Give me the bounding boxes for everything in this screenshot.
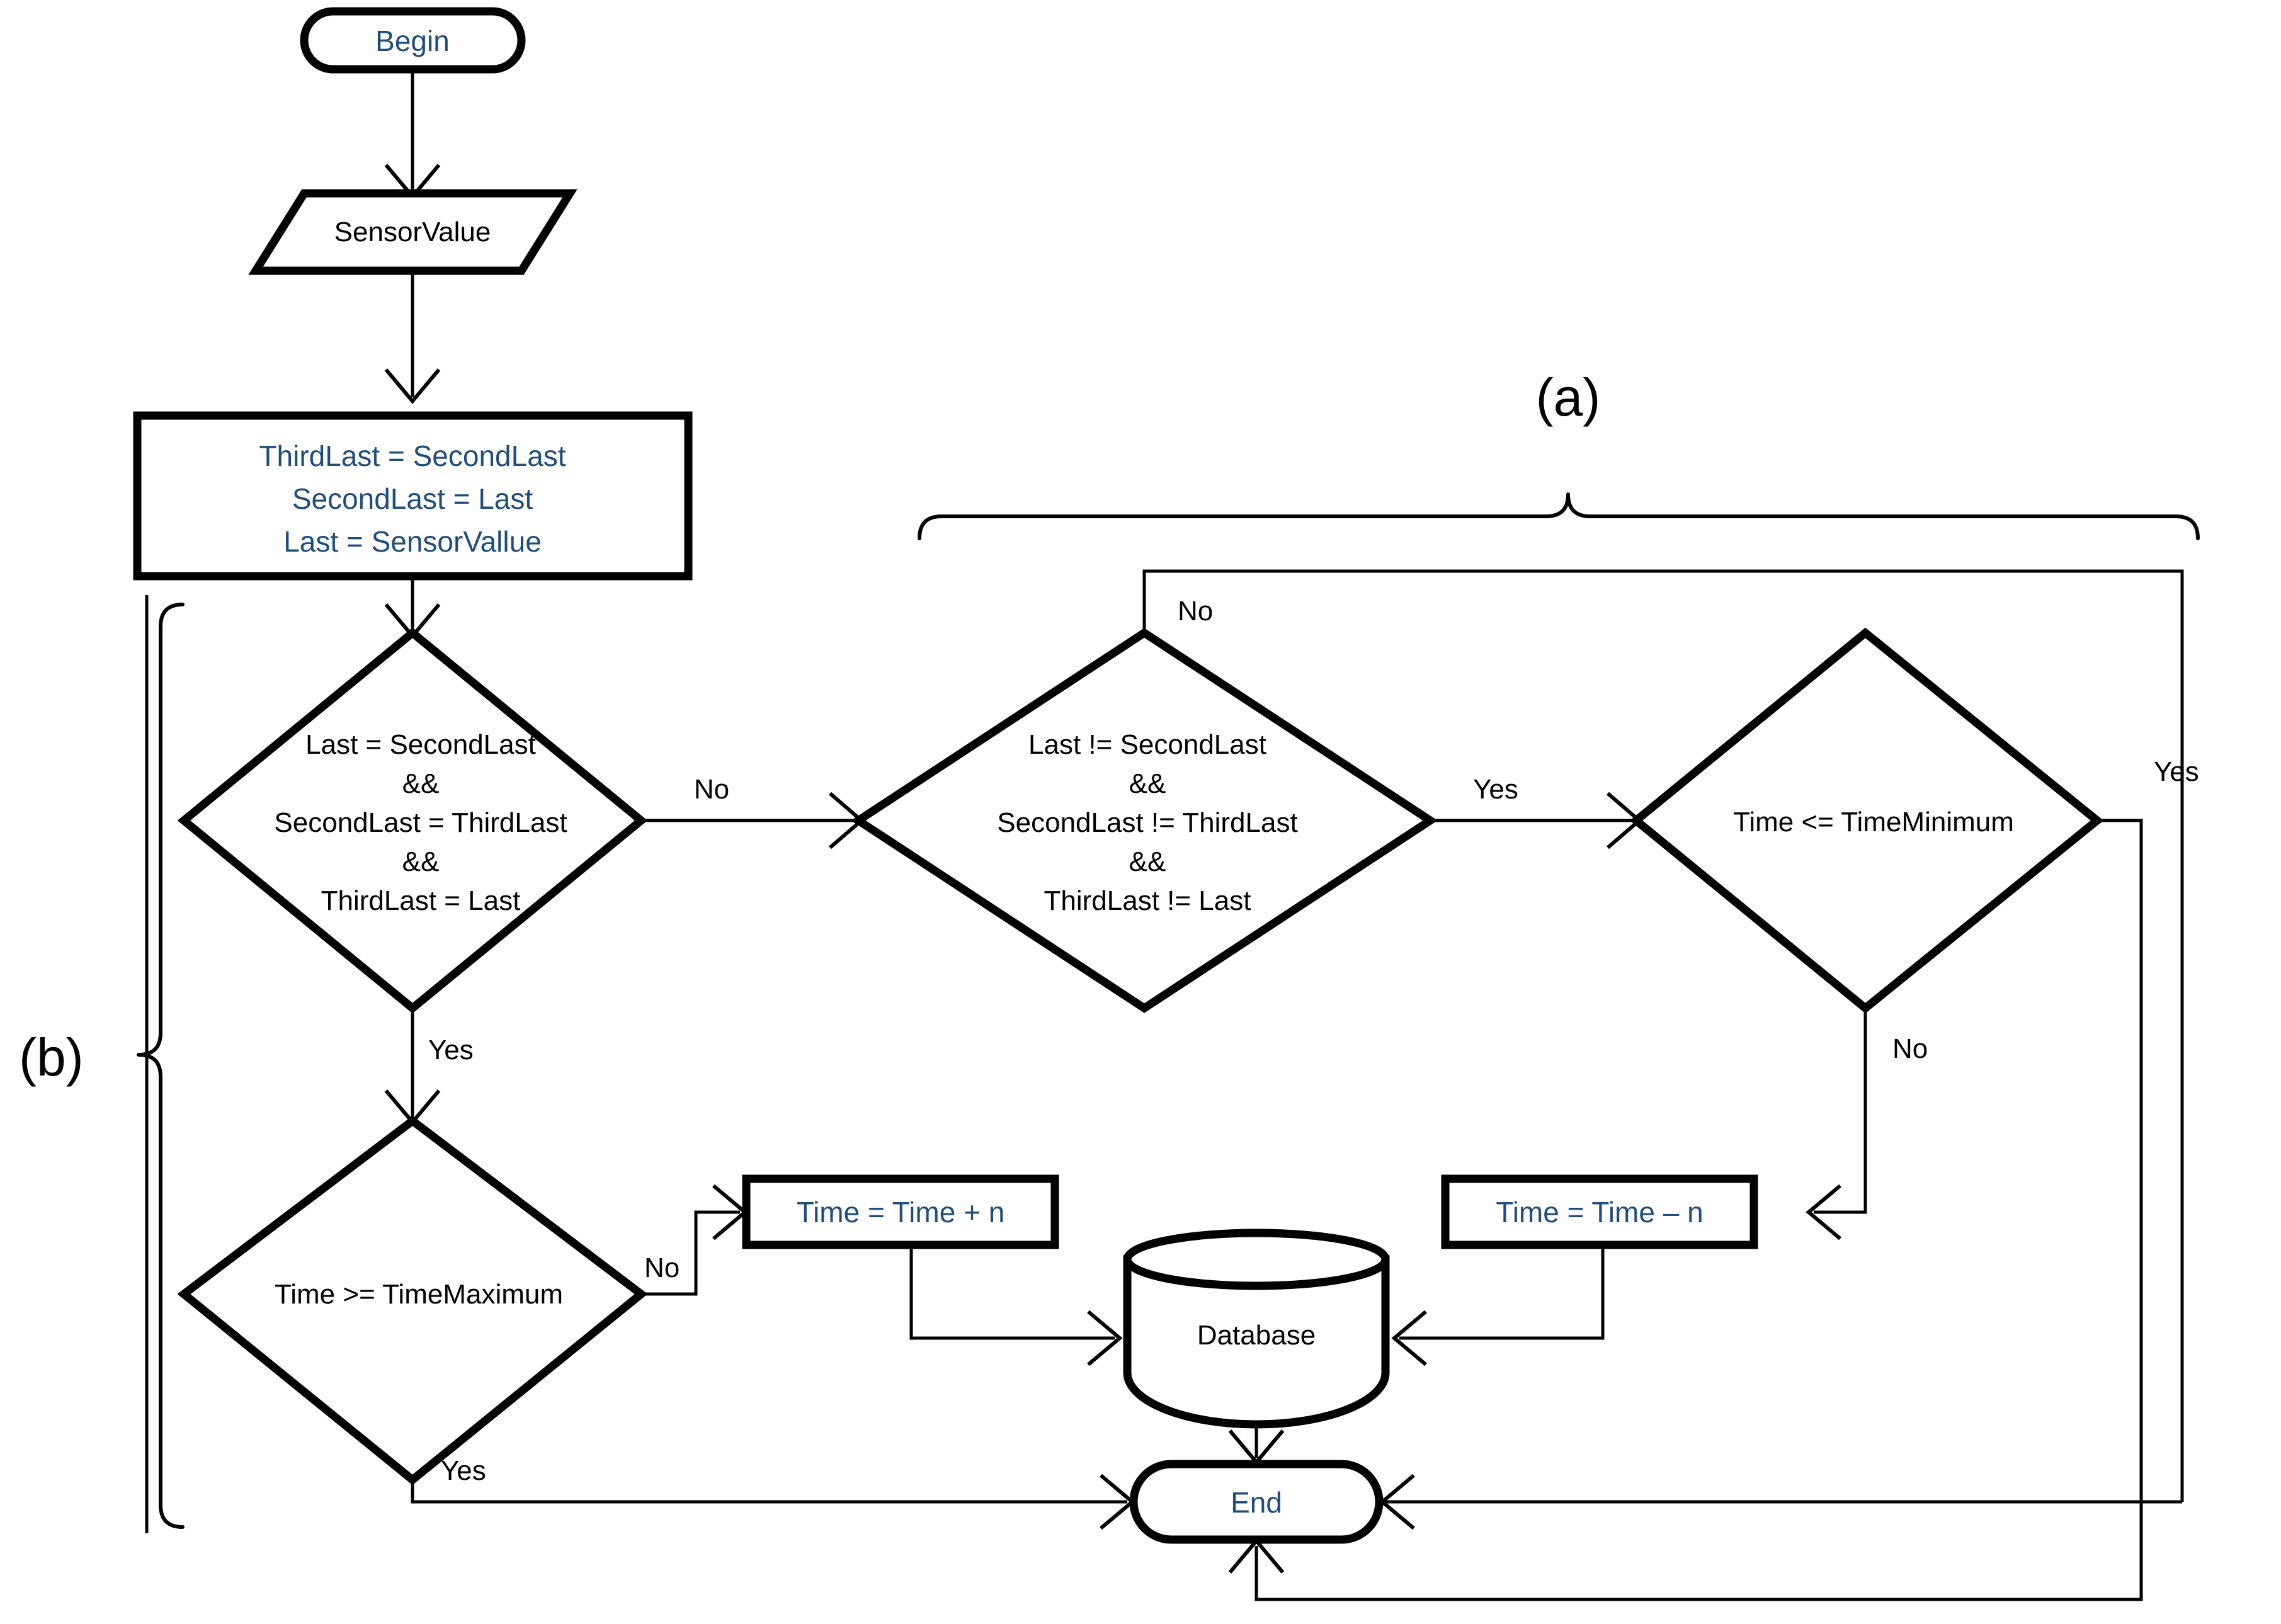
node-all-diff-line-5: ThirdLast != Last — [1044, 885, 1251, 916]
node-all-diff-line-3: SecondLast != ThirdLast — [997, 807, 1297, 838]
edge-all-equal-no — [644, 792, 865, 849]
node-begin-label: Begin — [375, 25, 450, 57]
node-time-minus-n[interactable]: Time = Time – n — [1441, 1174, 1758, 1249]
edge-sensorvalue-to-shift — [384, 271, 441, 404]
node-end[interactable]: End — [1129, 1460, 1384, 1544]
edge-label-all-different-yes: Yes — [1473, 774, 1518, 805]
edge-time-min-yes — [2097, 819, 2143, 1502]
node-decision-time-maximum[interactable]: Time >= TimeMaximum — [177, 1115, 648, 1485]
node-all-diff-line-2: && — [1129, 768, 1166, 799]
node-shift-line-1: ThirdLast = SecondLast — [259, 440, 566, 472]
edge-time-max-yes — [411, 1474, 1135, 1530]
edge-begin-to-sensorvalue — [384, 69, 441, 200]
node-sensorvalue-label: SensorValue — [334, 217, 491, 247]
node-all-equal-line-5: ThirdLast = Last — [321, 885, 521, 916]
node-decision-time-minimum[interactable]: Time <= TimeMinimum — [1629, 627, 2104, 1014]
node-all-equal-line-1: Last = SecondLast — [305, 729, 536, 760]
panel-b-brace: (b) — [19, 603, 185, 1529]
node-time-plus-n[interactable]: Time = Time + n — [742, 1174, 1059, 1249]
node-time-maximum-label: Time >= TimeMaximum — [275, 1279, 563, 1310]
node-all-diff-line-4: && — [1129, 846, 1166, 877]
edge-label-all-equal-no: No — [694, 774, 729, 805]
node-shift-line-3: Last = SensorVallue — [283, 525, 542, 558]
edge-shift-to-decision-all-equal — [384, 576, 441, 639]
node-decision-all-different[interactable]: Last != SecondLast && SecondLast != Thir… — [851, 628, 1438, 1013]
node-time-minimum-label: Time <= TimeMinimum — [1733, 807, 2014, 838]
node-time-minus-n-label: Time = Time – n — [1496, 1196, 1703, 1229]
edge-time-minus-to-database — [1391, 1242, 1605, 1366]
edge-time-plus-to-database — [909, 1242, 1123, 1366]
panel-b-label: (b) — [19, 1028, 84, 1087]
edge-label-all-different-no: No — [1178, 596, 1213, 627]
edge-label-time-min-yes: Yes — [2154, 756, 2199, 787]
edge-time-min-no — [1806, 1011, 1867, 1241]
node-all-equal-line-2: && — [402, 768, 440, 799]
node-all-equal-line-3: SecondLast = ThirdLast — [274, 807, 567, 838]
node-time-plus-n-label: Time = Time + n — [797, 1196, 1005, 1229]
node-sensorvalue[interactable]: SensorValue — [248, 189, 577, 275]
panel-a-label: (a) — [1536, 368, 1601, 427]
node-decision-all-equal[interactable]: Last = SecondLast && SecondLast = ThirdL… — [177, 627, 648, 1014]
edge-label-time-max-yes: Yes — [441, 1455, 486, 1486]
node-database[interactable]: Database — [1123, 1229, 1390, 1429]
edge-all-different-yes — [1433, 792, 1642, 849]
edge-label-time-min-no: No — [1892, 1033, 1928, 1064]
node-all-equal-line-4: && — [402, 846, 440, 877]
node-end-label: End — [1231, 1486, 1282, 1519]
node-begin[interactable]: Begin — [300, 7, 526, 74]
edge-all-equal-yes — [384, 1011, 441, 1125]
node-database-label: Database — [1197, 1320, 1316, 1351]
node-all-diff-line-1: Last != SecondLast — [1028, 729, 1266, 760]
node-shift-registers[interactable]: ThirdLast = SecondLast SecondLast = Last… — [133, 411, 693, 581]
edge-label-time-max-no: No — [644, 1252, 680, 1283]
edge-label-all-equal-yes: Yes — [428, 1035, 474, 1065]
node-shift-line-2: SecondLast = Last — [292, 482, 533, 515]
panel-a-brace: (a) — [918, 368, 2200, 540]
